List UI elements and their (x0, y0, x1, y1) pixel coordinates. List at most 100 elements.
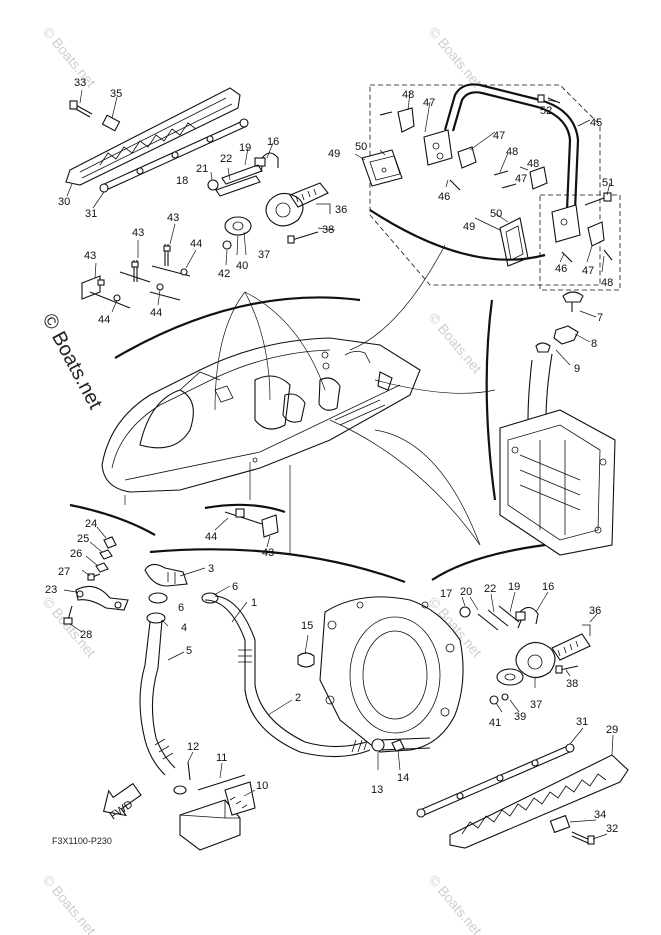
callout-41: 41 (489, 717, 501, 729)
callout-15: 15 (301, 620, 313, 632)
callout-8: 8 (591, 338, 597, 350)
callout-44: 44 (150, 307, 162, 319)
callout-52: 52 (540, 105, 552, 117)
callout-40: 40 (236, 260, 248, 272)
callout-37: 37 (258, 249, 270, 261)
callout-16: 16 (267, 136, 279, 148)
callout-49: 49 (328, 148, 340, 160)
bottom-left-parts: FWD (102, 751, 256, 851)
callout-42: 42 (218, 268, 230, 280)
clip-group-mid (214, 508, 279, 548)
divider-arc-lm (149, 548, 406, 584)
bracket-group-left (63, 526, 129, 633)
callout-48: 48 (506, 146, 518, 158)
callout-48: 48 (527, 158, 539, 170)
callout-33: 33 (74, 77, 86, 89)
callout-5: 5 (186, 645, 192, 657)
top-right-group (354, 83, 621, 291)
callout-19: 19 (239, 142, 251, 154)
callout-14: 14 (397, 772, 409, 784)
callout-43: 43 (84, 250, 96, 262)
callout-36: 36 (335, 204, 347, 216)
callout-26: 26 (70, 548, 82, 560)
divider-arc-right (369, 209, 546, 261)
callout-20: 20 (460, 586, 472, 598)
callout-29: 29 (606, 724, 618, 736)
rail-group (416, 727, 629, 849)
callout-48: 48 (402, 89, 414, 101)
callout-47: 47 (515, 173, 527, 185)
callout-38: 38 (322, 224, 334, 236)
callout-50: 50 (490, 208, 502, 220)
callout-labels: 33 35 30 31 16 19 22 21 18 36 38 37 40 4… (45, 77, 618, 835)
callout-30: 30 (58, 196, 70, 208)
callout-17: 17 (440, 588, 452, 600)
divider-arc-ll (69, 503, 156, 536)
callout-47: 47 (582, 265, 594, 277)
callout-31: 31 (85, 208, 97, 220)
watermark-text: © Boats.net (426, 872, 485, 935)
upper-valve-group (207, 142, 336, 266)
callout-13: 13 (371, 784, 383, 796)
watermark-text: © Boats.net (40, 872, 99, 935)
callout-49: 49 (463, 221, 475, 233)
callout-24: 24 (85, 518, 97, 530)
callout-10: 10 (256, 780, 268, 792)
callout-28: 28 (80, 629, 92, 641)
callout-50: 50 (355, 141, 367, 153)
watermark-text: © Boats.net (426, 310, 485, 377)
callout-43: 43 (262, 547, 274, 559)
callout-34: 34 (594, 809, 606, 821)
callout-12: 12 (187, 741, 199, 753)
callout-44: 44 (98, 314, 110, 326)
callout-1: 1 (251, 597, 257, 609)
callout-3: 3 (208, 563, 214, 575)
callout-7: 7 (597, 312, 603, 324)
engine-group (297, 596, 464, 771)
callout-36: 36 (589, 605, 601, 617)
divider-arc-lr (431, 543, 546, 581)
callout-6: 6 (232, 581, 238, 593)
top-left-group (65, 87, 249, 209)
watermark-text: © Boats.net (40, 594, 99, 661)
callout-51: 51 (602, 177, 614, 189)
hose-group (139, 563, 373, 776)
callout-16: 16 (542, 581, 554, 593)
watermark-main: © Boats.net (38, 310, 107, 413)
callout-23: 23 (45, 584, 57, 596)
callout-47: 47 (423, 97, 435, 109)
callout-4: 4 (181, 622, 187, 634)
callout-2: 2 (295, 692, 301, 704)
callout-22: 22 (220, 153, 232, 165)
callout-46: 46 (438, 191, 450, 203)
watermark-text: © Boats.net (426, 24, 485, 91)
callout-44: 44 (190, 238, 202, 250)
callout-32: 32 (606, 823, 618, 835)
callout-11: 11 (216, 752, 227, 764)
callout-9: 9 (574, 363, 580, 375)
callout-39: 39 (514, 711, 526, 723)
watermark-text: © Boats.net (40, 24, 99, 91)
callout-19: 19 (508, 581, 520, 593)
callout-21: 21 (196, 163, 208, 175)
callout-47: 47 (493, 130, 505, 142)
jet-pump-group (485, 291, 616, 556)
callout-43: 43 (167, 212, 179, 224)
divider-arc (114, 296, 361, 359)
callout-18: 18 (176, 175, 188, 187)
lower-valve-group (459, 591, 598, 713)
leader-arcs (124, 244, 496, 555)
callout-44: 44 (205, 531, 217, 543)
divider-arc-mid (204, 503, 286, 514)
callout-43: 43 (132, 227, 144, 239)
callout-45: 45 (590, 117, 602, 129)
callout-27: 27 (58, 566, 70, 578)
callout-22: 22 (484, 583, 496, 595)
callout-38: 38 (566, 678, 578, 690)
callout-46: 46 (555, 263, 567, 275)
callout-37: 37 (530, 699, 542, 711)
callout-25: 25 (77, 533, 89, 545)
clip-group-left (81, 223, 197, 313)
callout-31: 31 (576, 716, 588, 728)
